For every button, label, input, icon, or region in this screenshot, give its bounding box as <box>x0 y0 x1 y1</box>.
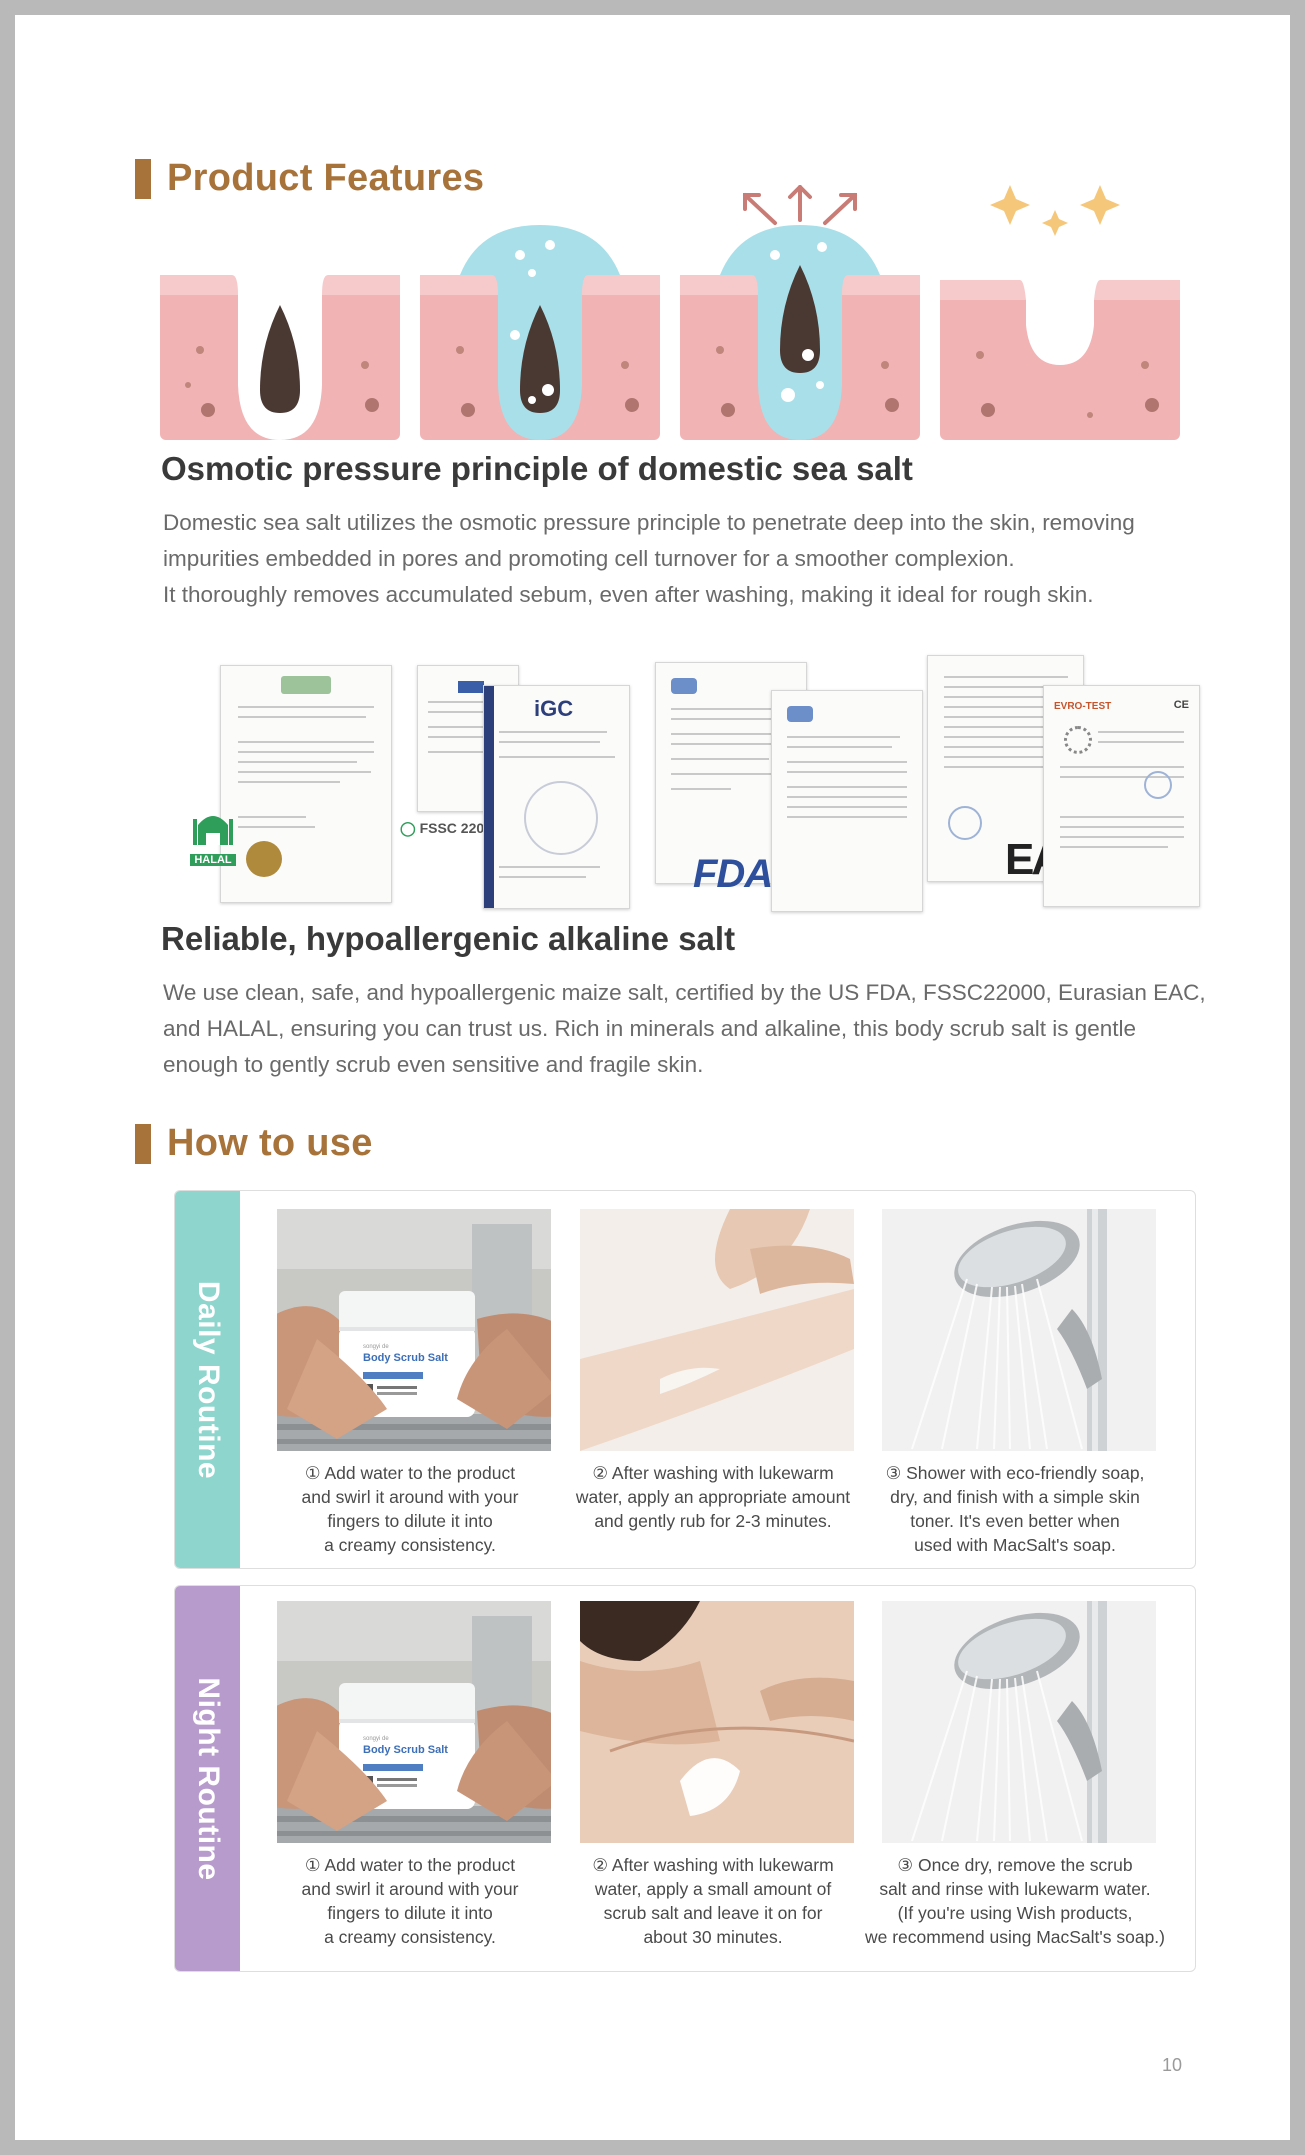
paragraph-line: It thoroughly removes accumulated sebum,… <box>163 582 1094 607</box>
caption-line: and gently rub for 2-3 minutes. <box>594 1511 832 1531</box>
alkaline-heading: Reliable, hypoallergenic alkaline salt <box>161 920 736 957</box>
product-jar-photo: songyi de Body Scrub Salt <box>277 1209 551 1451</box>
caption-line: ③ Shower with eco-friendly soap, <box>885 1463 1145 1483</box>
certificates-collage: HALAL ◯ FSSC 22000 iGC <box>175 640 1205 912</box>
igc-certificate-doc: iGC <box>483 685 630 909</box>
caption-line: and swirl it around with your <box>301 1879 519 1899</box>
neck-chest-photo <box>580 1601 854 1843</box>
caption-line: dry, and finish with a simple skin <box>890 1487 1140 1507</box>
halal-logo: HALAL <box>190 805 236 866</box>
night-routine-card: Night Routine songyi de Body Scrub Salt … <box>174 1585 1196 1972</box>
pore-cleansing-illustration <box>160 185 1180 440</box>
title-accent-bar <box>135 158 151 199</box>
caption-line: fingers to dilute it into <box>327 1511 493 1531</box>
night-routine-label-bar: Night Routine <box>175 1586 240 1971</box>
step-caption: ② After washing with lukewarm water, app… <box>558 1461 868 1533</box>
fssc-logo: ◯ FSSC 22000 <box>400 820 500 836</box>
caption-line: a creamy consistency. <box>324 1927 496 1947</box>
daily-routine-label-bar: Daily Routine <box>175 1191 240 1568</box>
osmotic-heading: Osmotic pressure principle of domestic s… <box>161 450 913 487</box>
step-caption: ③ Once dry, remove the scrub salt and ri… <box>860 1853 1170 1949</box>
alkaline-paragraph: We use clean, safe, and hypoallergenic m… <box>163 975 1213 1083</box>
igc-label: iGC <box>534 696 574 721</box>
caption-line: ② After washing with lukewarm <box>592 1855 834 1875</box>
caption-line: water, apply an appropriate amount <box>575 1487 851 1507</box>
caption-line: ② After washing with lukewarm <box>592 1463 834 1483</box>
paragraph-line: Domestic sea salt utilizes the osmotic p… <box>163 510 1135 535</box>
title-accent-bar <box>135 1123 151 1164</box>
page: Product Features <box>15 15 1290 2140</box>
paragraph-line: enough to gently scrub even sensitive an… <box>163 1052 704 1077</box>
ce-label: CE <box>1173 699 1189 711</box>
section-title-product-features: Product Features <box>135 157 484 200</box>
jar-label-name: Body Scrub Salt <box>363 1744 448 1756</box>
section-title-text: How to use <box>167 1122 373 1164</box>
jar-label-small: songyi de <box>363 1736 389 1742</box>
step-caption: ③ Shower with eco-friendly soap, dry, an… <box>860 1461 1170 1557</box>
jar-label-name: Body Scrub Salt <box>363 1352 448 1364</box>
caption-line: a creamy consistency. <box>324 1535 496 1555</box>
paragraph-line: and HALAL, ensuring you can trust us. Ri… <box>163 1016 1137 1041</box>
caption-line: about 30 minutes. <box>643 1927 783 1947</box>
caption-line: ① Add water to the product <box>304 1463 516 1483</box>
daily-routine-label: Daily Routine <box>191 1280 225 1479</box>
pore-panel-clean <box>940 185 1180 440</box>
fssc-label: FSSC 22000 <box>419 820 500 836</box>
night-routine-label: Night Routine <box>191 1676 225 1881</box>
pore-panel-dirty <box>160 275 400 440</box>
paragraph-line: We use clean, safe, and hypoallergenic m… <box>163 980 1206 1005</box>
caption-line: salt and rinse with lukewarm water. <box>879 1879 1151 1899</box>
caption-line: we recommend using MacSalt's soap.) <box>865 1927 1165 1947</box>
caption-line: (If you're using Wish products, <box>897 1903 1133 1923</box>
daily-routine-card: Daily Routine songyi de Body Scrub Salt … <box>174 1190 1196 1569</box>
jar-label-small: songyi de <box>363 1344 389 1350</box>
paragraph-line: impurities embedded in pores and promoti… <box>163 546 1015 571</box>
pore-panel-extract <box>680 185 920 440</box>
caption-line: ① Add water to the product <box>304 1855 516 1875</box>
caption-line: water, apply a small amount of <box>594 1879 832 1899</box>
page-number: 10 <box>1162 2055 1183 2075</box>
osmotic-paragraph: Domestic sea salt utilizes the osmotic p… <box>163 505 1213 613</box>
step-caption: ② After washing with lukewarm water, app… <box>558 1853 868 1949</box>
pore-panel-foam <box>420 225 660 440</box>
caption-line: scrub salt and leave it on for <box>603 1903 823 1923</box>
halal-certificate-doc <box>220 665 392 903</box>
section-title-text: Product Features <box>167 157 485 199</box>
caption-line: toner. It's even better when <box>910 1511 1120 1531</box>
caption-line: ③ Once dry, remove the scrub <box>897 1855 1133 1875</box>
shower-photo <box>882 1601 1156 1843</box>
product-jar-photo: songyi de Body Scrub Salt <box>277 1601 551 1843</box>
eurotest-report-doc: EVRO-TEST CE <box>1043 685 1200 907</box>
section-title-how-to-use: How to use <box>135 1122 373 1165</box>
caption-line: and swirl it around with your <box>301 1487 519 1507</box>
fda-logo: FDA <box>693 852 773 896</box>
step-caption: ① Add water to the product and swirl it … <box>255 1461 565 1557</box>
caption-line: fingers to dilute it into <box>327 1903 493 1923</box>
eurotest-label: EVRO-TEST <box>1054 701 1112 712</box>
arm-rub-photo <box>580 1209 854 1451</box>
shower-photo <box>882 1209 1156 1451</box>
caption-line: used with MacSalt's soap. <box>914 1535 1116 1555</box>
jkss-report-doc-2 <box>771 690 923 912</box>
halal-label: HALAL <box>190 854 236 866</box>
step-caption: ① Add water to the product and swirl it … <box>255 1853 565 1949</box>
